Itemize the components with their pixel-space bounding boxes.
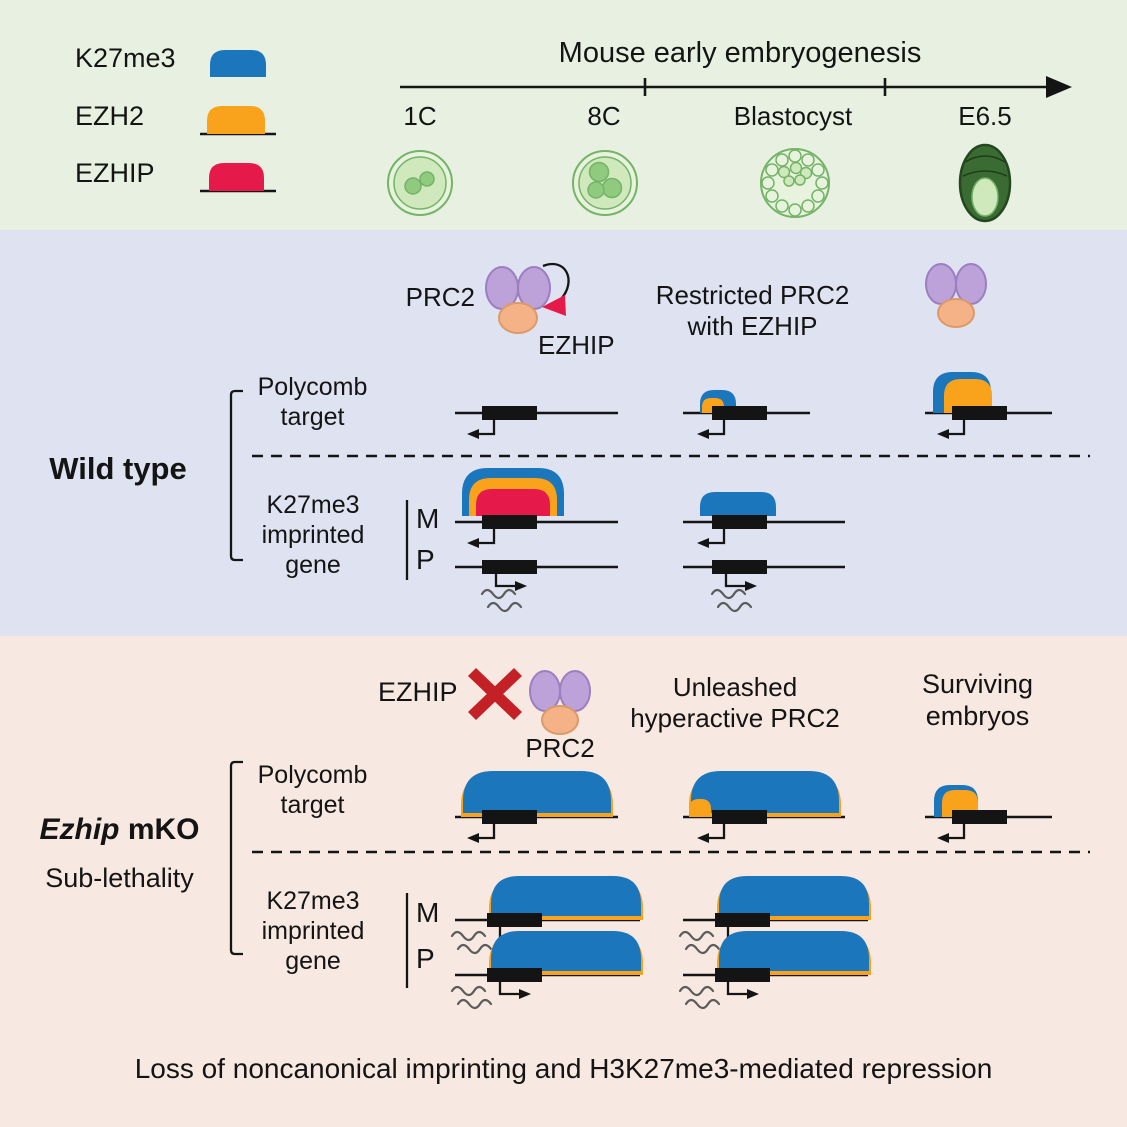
- legend-label-k27me3: K27me3: [75, 43, 176, 73]
- wt-maternal-label: M: [416, 503, 440, 534]
- mko-maternal-label: M: [416, 897, 440, 928]
- gene-diagram-mko-maternal-1: [450, 876, 643, 955]
- timeline-arrow: [400, 76, 1072, 98]
- timeline-title: Mouse early embryogenesis: [558, 37, 922, 69]
- embryo-8c-icon: [572, 150, 638, 216]
- mko-surviving-note: Surviving embryos: [921, 669, 1034, 732]
- ezh2-legend-icon: [200, 106, 276, 136]
- mko-ezhip-label: EZHIP: [378, 677, 458, 707]
- stage-label-blastocyst: Blastocyst: [733, 101, 853, 131]
- mko-paternal-label: P: [416, 943, 435, 974]
- gene-diagram-wt-maternal-1c: [455, 468, 618, 548]
- gene-diagram-mko-maternal-2: [678, 876, 871, 955]
- stage-label-1c: 1C: [403, 101, 437, 131]
- gene-diagram-mko-surviving: [925, 785, 1052, 843]
- legend-label-ezh2: EZH2: [75, 101, 145, 131]
- wt-ezhip-label: EZHIP: [538, 330, 615, 360]
- mko-title-gene: Ezhip: [39, 813, 120, 846]
- ezhip-legend-icon: [200, 163, 276, 193]
- wt-polycomb-row-label: Polycomb target: [257, 373, 368, 431]
- ezhip-inhibition-arrowhead: [542, 295, 566, 316]
- mko-title: Ezhip mKO: [22, 812, 217, 848]
- gene-diagram-wt-polycomb-1c: [455, 406, 618, 439]
- mko-imprinted-row-label: K27me3 imprinted gene: [261, 887, 365, 975]
- embryo-1c-icon: [387, 150, 453, 216]
- mko-bracket: [229, 760, 243, 956]
- gene-diagram-mko-paternal-1: [450, 931, 643, 1010]
- gene-diagram-wt-maternal-8c: [683, 492, 845, 548]
- k27me3-legend-icon: [210, 50, 266, 77]
- mko-prc2-label: PRC2: [525, 733, 595, 763]
- mko-subtitle: Sub-lethality: [45, 863, 194, 893]
- gene-diagram-mko-polycomb-1: [455, 771, 618, 843]
- embryo-blastocyst-icon: [760, 148, 830, 218]
- stage-label-e65: E6.5: [958, 101, 1012, 131]
- wild-type-bracket: [229, 389, 243, 562]
- footer-caption: Loss of noncanonical imprinting and H3K2…: [134, 1053, 993, 1084]
- wt-imprinted-row-label: K27me3 imprinted gene: [261, 491, 365, 579]
- gene-diagram-wt-paternal-1c: [455, 560, 618, 613]
- stage-label-8c: 8C: [587, 101, 621, 131]
- mko-title-suffix: mKO: [127, 813, 200, 846]
- mko-polycomb-row-label: Polycomb target: [257, 761, 368, 819]
- prc2-ezhip-complex-icon: [485, 263, 570, 334]
- gene-diagram-wt-paternal-8c: [683, 560, 845, 613]
- prc2-complex-icon-mko: [529, 670, 591, 735]
- gene-diagram-mko-paternal-2: [678, 931, 871, 1010]
- gene-diagram-wt-polycomb-8c: [683, 390, 810, 439]
- prc2-complex-icon-e65: [925, 263, 987, 328]
- wild-type-title: Wild type: [49, 451, 187, 486]
- gene-diagram-wt-polycomb-e65: [925, 372, 1052, 439]
- legend-label-ezhip: EZHIP: [75, 158, 155, 188]
- wt-restricted-note: Restricted PRC2 with EZHIP: [655, 280, 850, 342]
- mko-unleashed-note: Unleashed hyperactive PRC2: [630, 672, 840, 734]
- ezhip-knockout-cross-icon: [468, 668, 522, 720]
- legend-timeline-panel: [0, 0, 1127, 230]
- embryo-e65-icon: [958, 143, 1012, 223]
- wt-paternal-label: P: [416, 544, 435, 575]
- wt-prc2-label: PRC2: [405, 282, 475, 312]
- gene-diagram-mko-polycomb-2: [683, 771, 845, 843]
